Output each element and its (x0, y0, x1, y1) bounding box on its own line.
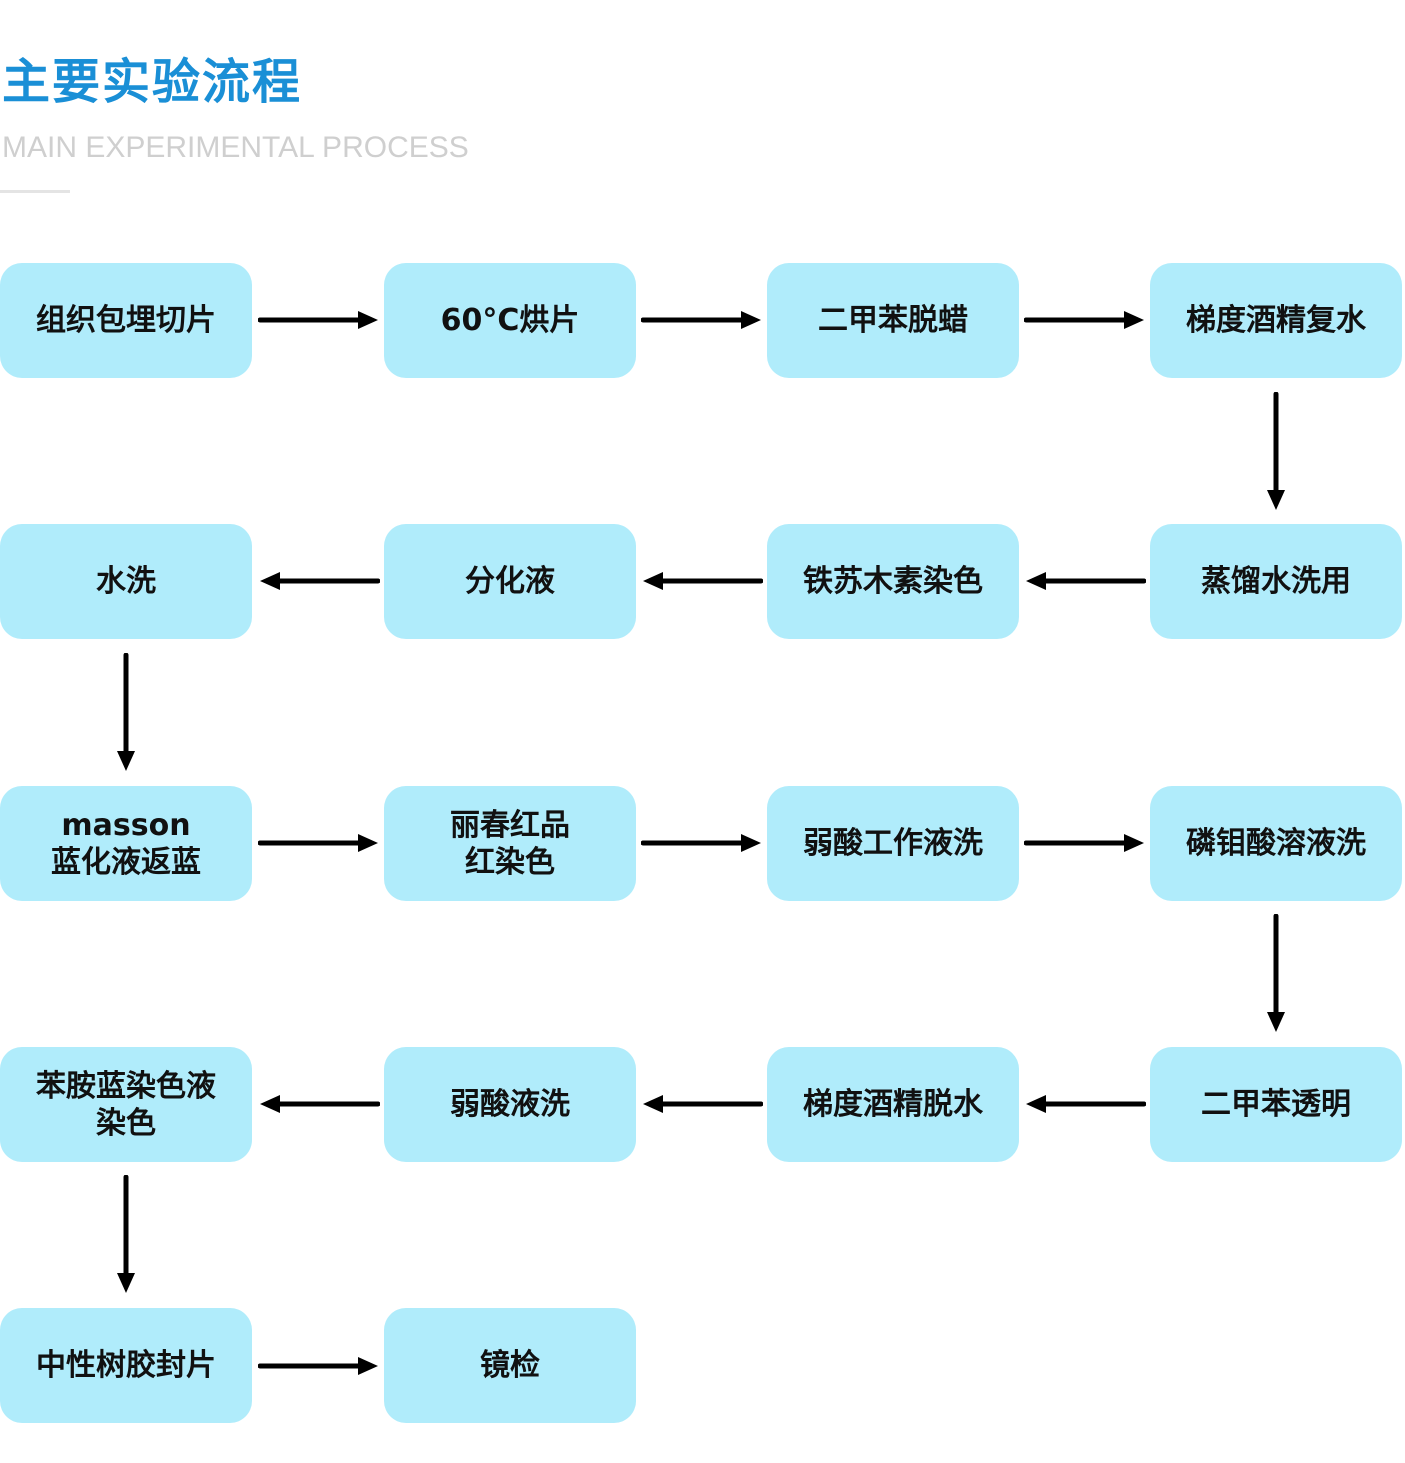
step-1-label: 组织包埋切片 (36, 303, 216, 338)
step-8-box: 水洗 (0, 524, 252, 639)
arrow-left-icon (1026, 572, 1146, 590)
step-16-label-line-1: 苯胺蓝染色液 (36, 1068, 216, 1104)
step-10-label-line-1: 丽春红品 (450, 807, 570, 843)
arrow-down-icon (1267, 914, 1285, 1032)
step-2-label: 60°C烘片 (440, 303, 580, 338)
arrow-left-icon (643, 1095, 763, 1113)
step-17-label: 中性树胶封片 (36, 1348, 216, 1383)
step-12-label: 磷钼酸溶液洗 (1186, 826, 1366, 861)
step-6-box: 铁苏木素染色 (767, 524, 1019, 639)
step-10-label-line-2: 红染色 (465, 844, 555, 880)
step-10-box: 丽春红品 红染色 (384, 786, 636, 901)
step-7-label: 分化液 (465, 564, 555, 599)
page-subtitle: MAIN EXPERIMENTAL PROCESS (2, 131, 469, 164)
step-16-label-line-2: 染色 (96, 1105, 156, 1141)
step-8-label: 水洗 (96, 564, 156, 599)
step-13-box: 二甲苯透明 (1150, 1047, 1402, 1162)
step-3-label: 二甲苯脱蜡 (818, 303, 968, 338)
step-1-box: 组织包埋切片 (0, 263, 252, 378)
step-4-box: 梯度酒精复水 (1150, 263, 1402, 378)
step-16-box: 苯胺蓝染色液 染色 (0, 1047, 252, 1162)
arrow-right-icon (1024, 834, 1144, 852)
arrow-right-icon (258, 834, 378, 852)
arrow-down-icon (117, 653, 135, 771)
arrow-right-icon (1024, 311, 1144, 329)
step-15-box: 弱酸液洗 (384, 1047, 636, 1162)
step-5-label: 蒸馏水洗用 (1201, 564, 1351, 599)
step-3-box: 二甲苯脱蜡 (767, 263, 1019, 378)
arrow-right-icon (258, 1357, 378, 1375)
step-6-label: 铁苏木素染色 (803, 564, 983, 599)
step-5-box: 蒸馏水洗用 (1150, 524, 1402, 639)
title-divider (0, 190, 70, 193)
step-12-box: 磷钼酸溶液洗 (1150, 786, 1402, 901)
arrow-left-icon (260, 1095, 380, 1113)
step-9-label-line-1: masson (61, 807, 191, 843)
step-17-box: 中性树胶封片 (0, 1308, 252, 1423)
page-title: 主要实验流程 (2, 54, 303, 110)
step-14-box: 梯度酒精脱水 (767, 1047, 1019, 1162)
step-7-box: 分化液 (384, 524, 636, 639)
step-14-label: 梯度酒精脱水 (803, 1087, 983, 1122)
arrow-left-icon (260, 572, 380, 590)
step-18-label: 镜检 (480, 1348, 540, 1383)
step-9-box: masson 蓝化液返蓝 (0, 786, 252, 901)
step-11-box: 弱酸工作液洗 (767, 786, 1019, 901)
arrow-right-icon (641, 834, 761, 852)
step-9-label-line-2: 蓝化液返蓝 (51, 844, 201, 880)
arrow-down-icon (117, 1175, 135, 1293)
arrow-right-icon (641, 311, 761, 329)
step-13-label: 二甲苯透明 (1201, 1087, 1351, 1122)
arrow-right-icon (258, 311, 378, 329)
arrow-down-icon (1267, 392, 1285, 510)
arrow-left-icon (643, 572, 763, 590)
step-11-label: 弱酸工作液洗 (803, 826, 983, 861)
step-15-label: 弱酸液洗 (450, 1087, 570, 1122)
step-4-label: 梯度酒精复水 (1186, 303, 1366, 338)
step-18-box: 镜检 (384, 1308, 636, 1423)
step-2-box: 60°C烘片 (384, 263, 636, 378)
arrow-left-icon (1026, 1095, 1146, 1113)
